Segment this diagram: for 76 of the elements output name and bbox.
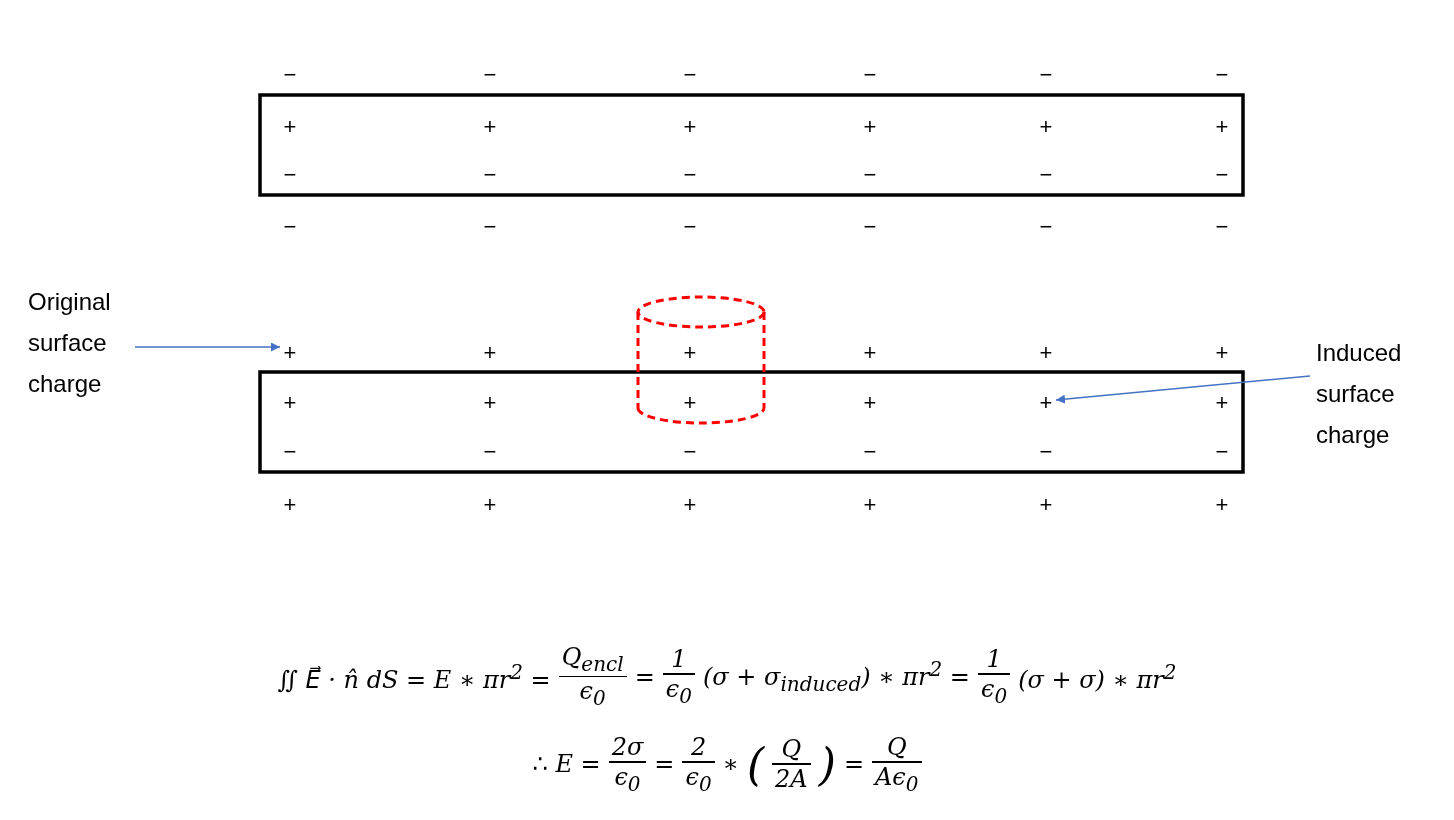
numerator: 1 [985, 645, 1003, 674]
arrow [1055, 375, 1311, 404]
charge-sign: − [683, 216, 697, 238]
charge-sign: + [483, 342, 497, 364]
numerator: 1 [670, 645, 688, 674]
callout-text: Induced surface charge [1316, 332, 1436, 455]
charge-sign: + [483, 494, 497, 516]
charge-sign: − [863, 216, 877, 238]
denominator: ϵ$_{0}$ [979, 674, 1009, 708]
charge-sign: + [283, 494, 297, 516]
charge-sign: − [283, 216, 297, 238]
charge-sign: − [1215, 164, 1229, 186]
charge-sign: + [683, 116, 697, 138]
charge-sign: + [683, 392, 697, 414]
charge-sign: − [483, 441, 497, 463]
charge-sign: − [283, 441, 297, 463]
charge-sign: − [683, 64, 697, 86]
callout-text: Original surface charge [28, 281, 148, 404]
numerator: 2σ [610, 733, 645, 761]
charge-sign: + [483, 392, 497, 414]
charge-sign: + [1039, 342, 1053, 364]
charge-sign: + [1039, 494, 1053, 516]
charge-sign: + [683, 342, 697, 364]
formula-term: (σ + σ$_{induced}$) ∗ πr$^{2}$ = [702, 657, 970, 696]
formula-term: ∗ [722, 750, 739, 779]
charge-sign: + [1215, 494, 1229, 516]
denominator: 2A [774, 764, 809, 793]
charge-sign: − [1215, 441, 1229, 463]
charge-sign: + [863, 494, 877, 516]
charge-sign: − [483, 164, 497, 186]
arrow [134, 342, 281, 352]
charge-sign: + [283, 392, 297, 414]
formula-term: = [843, 750, 864, 779]
parenthesis: ( [746, 738, 765, 790]
numerator: Q [780, 735, 803, 764]
charge-sign: − [283, 64, 297, 86]
charge-sign: − [283, 164, 297, 186]
charge-sign: − [1039, 164, 1053, 186]
denominator: ϵ$_{0}$ [613, 762, 642, 796]
formula-term: = [634, 662, 655, 691]
charge-sign: − [1039, 441, 1053, 463]
charge-sign: + [863, 392, 877, 414]
charge-sign: + [483, 116, 497, 138]
charge-sign: + [283, 342, 297, 364]
denominator: ϵ$_{0}$ [684, 762, 713, 796]
denominator: ϵ$_{0}$ [664, 674, 693, 708]
charge-sign: − [863, 64, 877, 86]
numerator: 2 [689, 733, 708, 761]
charge-sign: + [1215, 342, 1229, 364]
charge-sign: + [1039, 116, 1053, 138]
formula-term: ∴ E = [532, 750, 601, 779]
charge-sign: + [1215, 116, 1229, 138]
formula-term: (σ + σ) ∗ πr$^{2}$ [1018, 659, 1177, 694]
charge-sign: − [483, 216, 497, 238]
charge-sign: − [1215, 216, 1229, 238]
formula-term: ∬ E⃗ · n̂ dS = E ∗ πr$^{2}$ = [277, 659, 551, 694]
denominator: ϵ$_{0}$ [578, 677, 607, 711]
numerator: Q$_{encl}$ [560, 643, 625, 676]
parenthesis: ) [818, 738, 836, 790]
charge-sign: − [683, 441, 697, 463]
charge-sign: − [1039, 64, 1053, 86]
charge-sign: − [1215, 64, 1229, 86]
numerator: Q [885, 733, 908, 761]
charge-sign: − [483, 64, 497, 86]
charge-sign: + [683, 494, 697, 516]
formula-term: = [654, 750, 675, 779]
charge-sign: + [1215, 392, 1229, 414]
charge-sign: − [683, 164, 697, 186]
charge-sign: + [283, 116, 297, 138]
charge-sign: − [863, 164, 877, 186]
charge-sign: + [863, 342, 877, 364]
charge-sign: + [1039, 392, 1053, 414]
denominator: Aϵ$_{0}$ [872, 762, 920, 796]
charge-sign: − [1039, 216, 1053, 238]
charge-sign: − [863, 441, 877, 463]
charge-sign: + [863, 116, 877, 138]
